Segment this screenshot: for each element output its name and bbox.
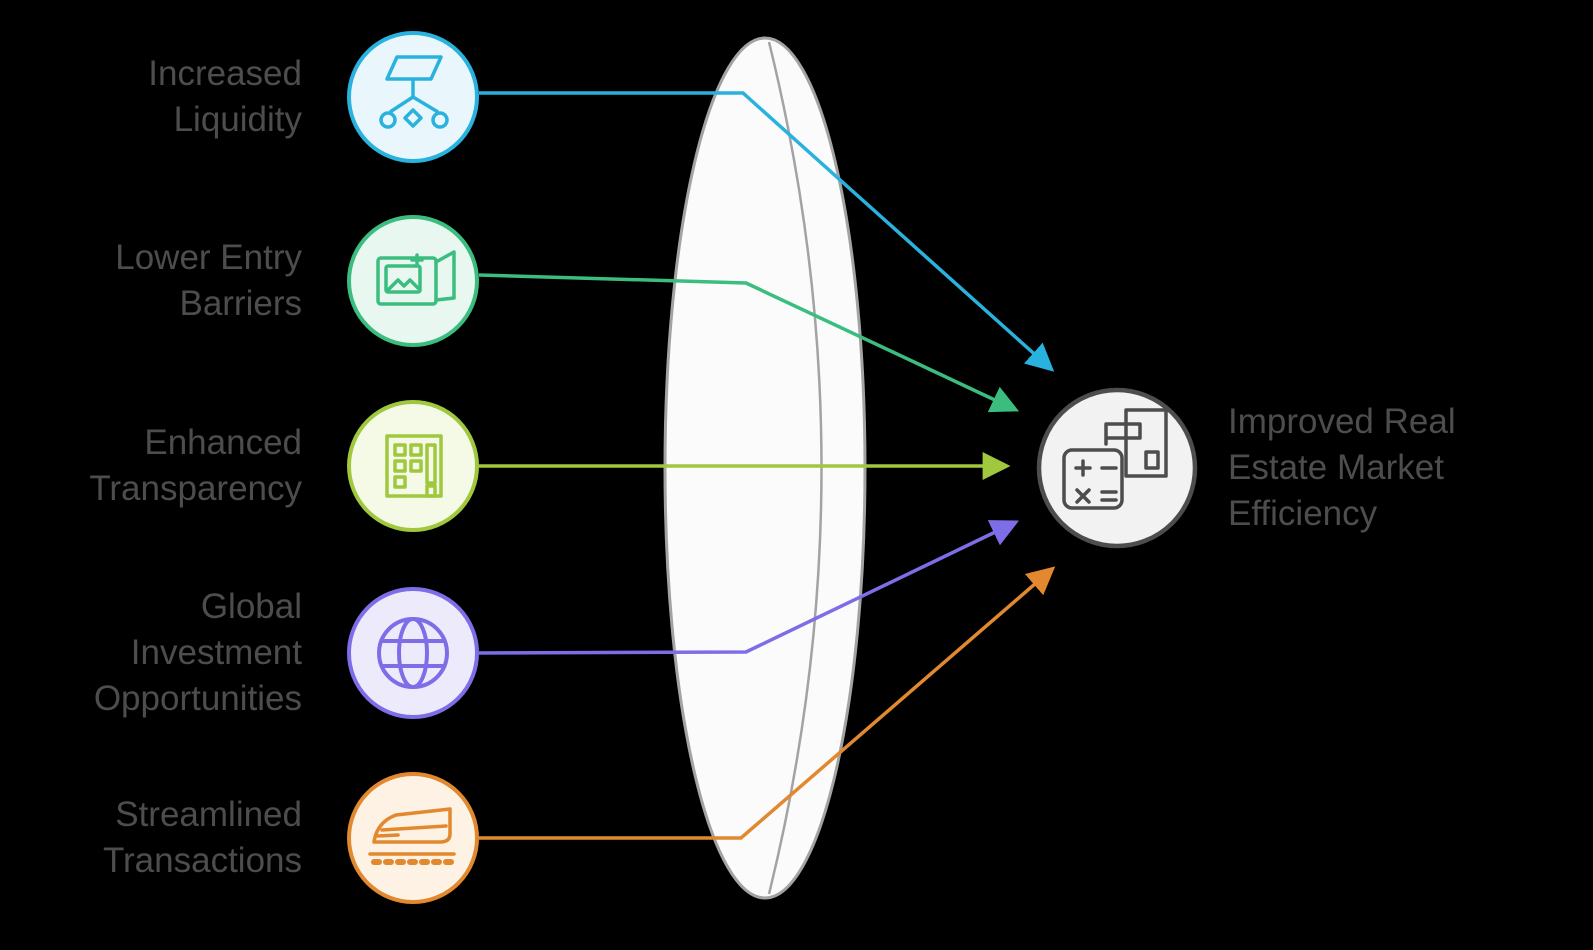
lens-shape bbox=[663, 36, 867, 900]
node-streamlined-transactions bbox=[347, 772, 479, 904]
node-enhanced-transparency bbox=[347, 400, 479, 532]
flowchart-icon bbox=[379, 55, 449, 129]
label-increased-liquidity: Increased Liquidity bbox=[148, 54, 302, 139]
wallet-icon bbox=[376, 250, 456, 306]
globe-icon bbox=[377, 617, 449, 689]
label-enhanced-transparency: Enhanced Transparency bbox=[89, 423, 302, 508]
connector-streamlined-transactions bbox=[479, 566, 1056, 840]
connector-increased-liquidity bbox=[479, 91, 1055, 372]
building-icon bbox=[385, 434, 443, 498]
connector-global-investment bbox=[478, 520, 1020, 655]
train-icon bbox=[368, 807, 456, 865]
node-outcome bbox=[1036, 387, 1198, 549]
connector-lower-entry-barriers bbox=[478, 273, 1020, 413]
node-increased-liquidity bbox=[347, 31, 479, 163]
label-outcome: Improved Real Estate Market Efficiency bbox=[1228, 402, 1456, 533]
label-lower-entry-barriers: Lower Entry Barriers bbox=[115, 238, 302, 323]
calculator-document-icon bbox=[1062, 408, 1168, 510]
node-lower-entry-barriers bbox=[347, 215, 479, 347]
label-global-investment-opportunities: Global Investment Opportunities bbox=[93, 587, 302, 718]
node-global-investment bbox=[347, 587, 479, 719]
label-streamlined-transactions: Streamlined Transactions bbox=[102, 795, 302, 880]
